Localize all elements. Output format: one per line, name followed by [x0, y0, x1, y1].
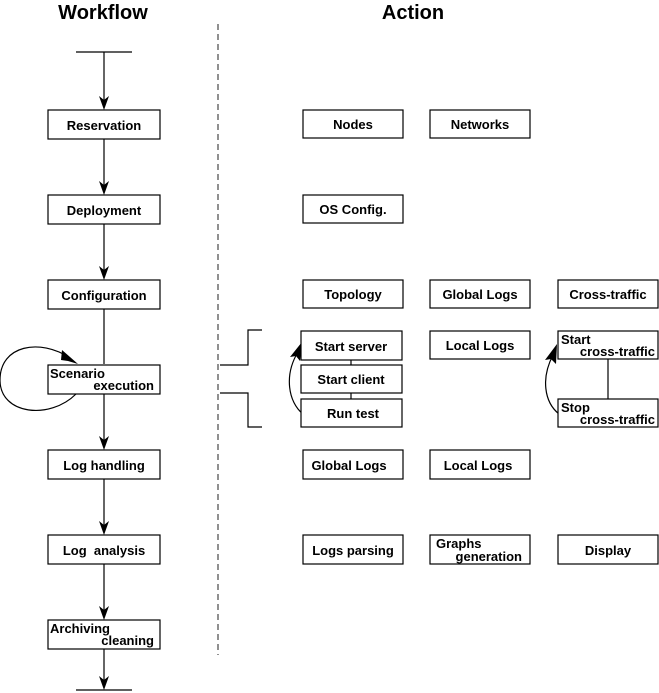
workflow-box-scenario: Scenario execution [47, 364, 161, 395]
scenario-bracket-top [220, 329, 262, 366]
action-box-graphs-generation: Graphs generation [429, 534, 531, 565]
action-box-local-logs: Local Logs [429, 449, 531, 480]
global-logs-config-label: Global Logs [442, 287, 517, 302]
action-box-global-logs: Global Logs [302, 449, 404, 480]
action-box-logs-parsing: Logs parsing [302, 534, 404, 565]
action-box-start-server: Start server [300, 330, 403, 361]
graphs-label-line2: generation [456, 549, 523, 564]
scenario-loop-arrow [0, 346, 77, 412]
action-box-nodes: Nodes [302, 109, 404, 139]
action-box-networks: Networks [429, 109, 531, 139]
archiving-label-line2: cleaning [101, 633, 154, 648]
start-server-label: Start server [315, 339, 387, 354]
workflow-box-archiving: Archiving cleaning [47, 619, 161, 650]
graphs-label-line1: Graphs [436, 536, 482, 551]
os-config-label: OS Config. [319, 202, 386, 217]
scenario-loop-arrowhead [61, 350, 78, 364]
action-box-cross-traffic: Cross-traffic [557, 279, 659, 309]
nodes-label: Nodes [333, 117, 373, 132]
action-box-start-cross-traffic: Start cross-traffic [557, 330, 659, 360]
scenario-bracket-bottom [220, 392, 262, 428]
test-to-server-arrowhead [290, 342, 302, 361]
log-handling-label: Log handling [63, 458, 145, 473]
action-header: Action [382, 2, 444, 24]
local-logs-label: Local Logs [444, 458, 513, 473]
start-ct-label-line1: Start [561, 332, 591, 347]
log-analysis-label: Log analysis [63, 543, 145, 558]
topology-label: Topology [324, 287, 382, 302]
archiving-label-line1: Archiving [50, 621, 110, 636]
start-ct-label-line2: cross-traffic [580, 344, 655, 359]
global-logs-label: Global Logs [311, 458, 386, 473]
cross-traffic-label: Cross-traffic [569, 287, 646, 302]
start-client-label: Start client [317, 372, 385, 387]
action-box-run-test: Run test [300, 398, 403, 428]
workflow-box-deployment: Deployment [47, 194, 161, 225]
action-box-topology: Topology [302, 279, 404, 309]
action-box-global-logs-config: Global Logs [429, 279, 531, 309]
workflow-box-configuration: Configuration [47, 279, 161, 310]
workflow-header: Workflow [58, 2, 148, 24]
test-to-server-arrow [288, 351, 304, 415]
workflow-box-log-analysis: Log analysis [47, 534, 161, 565]
logs-parsing-label: Logs parsing [312, 543, 394, 558]
stop-ct-label-line1: Stop [561, 400, 590, 415]
run-test-label: Run test [327, 406, 380, 421]
deployment-label: Deployment [67, 203, 142, 218]
local-logs-scenario-label: Local Logs [446, 338, 515, 353]
display-label: Display [585, 543, 632, 558]
stop-to-start-ct-arrowhead [545, 344, 557, 364]
reservation-label: Reservation [67, 118, 141, 133]
stop-ct-label-line2: cross-traffic [580, 412, 655, 427]
action-box-start-client: Start client [300, 364, 403, 394]
networks-label: Networks [451, 117, 510, 132]
workflow-box-reservation: Reservation [47, 109, 161, 140]
configuration-label: Configuration [61, 288, 146, 303]
scenario-label-line2: execution [93, 378, 154, 393]
action-box-stop-cross-traffic: Stop cross-traffic [557, 398, 659, 428]
workflow-connectors [99, 52, 109, 690]
action-box-local-logs-scenario: Local Logs [429, 330, 531, 360]
action-box-display: Display [557, 534, 659, 565]
scenario-label-line1: Scenario [50, 366, 105, 381]
stop-to-start-ct-arrow [545, 354, 560, 415]
workflow-box-log-handling: Log handling [47, 449, 161, 480]
action-box-os-config: OS Config. [302, 194, 404, 224]
